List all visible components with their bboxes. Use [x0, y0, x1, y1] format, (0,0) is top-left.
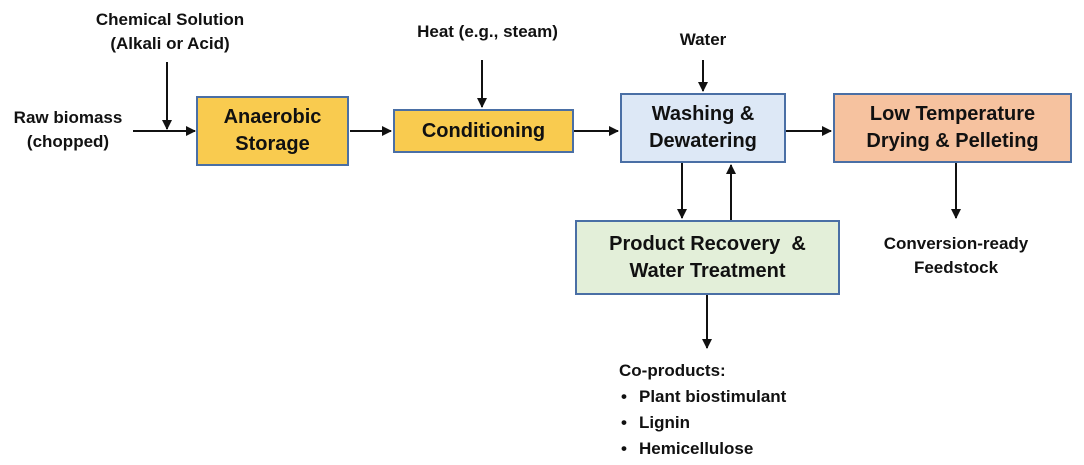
- coproducts-title: Co-products:: [619, 361, 726, 380]
- feedstock-label: Conversion-ready Feedstock: [883, 234, 1029, 277]
- drying-pelleting-box: Low Temperature Drying & Pelleting: [833, 93, 1072, 163]
- conditioning-box: Conditioning: [393, 109, 574, 153]
- list-item: Plant biostimulant: [619, 384, 786, 410]
- coproducts-list: Co-products: Plant biostimulant Lignin H…: [619, 358, 786, 462]
- anaerobic-storage-box: Anaerobic Storage: [196, 96, 349, 166]
- list-item: Hemicellulose: [619, 436, 786, 462]
- list-item: Lignin: [619, 410, 786, 436]
- chemical-solution-label: Chemical Solution (Alkali or Acid): [95, 10, 245, 53]
- water-label: Water: [679, 30, 727, 49]
- heat-label: Heat (e.g., steam): [417, 22, 558, 41]
- washing-dewatering-box: Washing & Dewatering: [620, 93, 786, 163]
- product-recovery-box: Product Recovery & Water Treatment: [575, 220, 840, 295]
- raw-biomass-label: Raw biomass (chopped): [13, 108, 123, 151]
